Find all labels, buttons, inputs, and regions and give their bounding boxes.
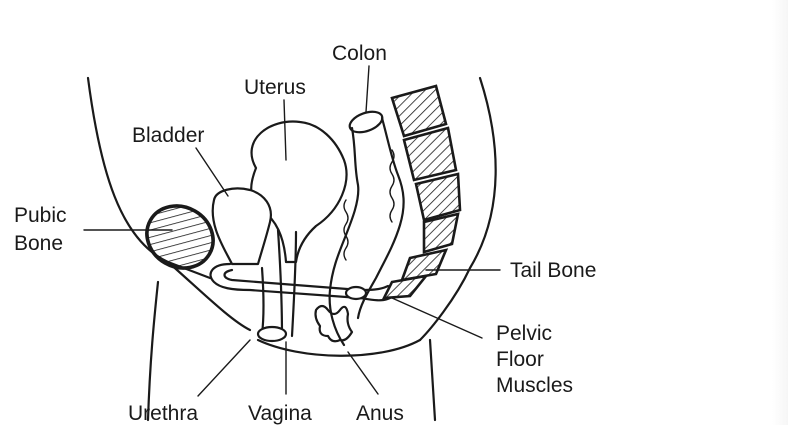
pubic-bone-label-line1: Pubic bbox=[14, 204, 67, 227]
tail-bone-shape bbox=[384, 86, 460, 298]
bladder-label: Bladder bbox=[132, 124, 204, 147]
bladder-shape bbox=[213, 188, 271, 264]
pelvic-floor-label-line3: Muscles bbox=[496, 374, 573, 397]
page-edge-shadow bbox=[772, 0, 788, 425]
anus-label: Anus bbox=[356, 402, 404, 425]
uterus-label: Uterus bbox=[244, 76, 306, 99]
pelvic-floor-label-line1: Pelvic bbox=[496, 322, 552, 345]
urethra-opening-shape bbox=[258, 327, 286, 341]
pelvic-floor-label-line2: Floor bbox=[496, 348, 544, 371]
pubic-bone-label-line2: Bone bbox=[14, 232, 63, 255]
vagina-label: Vagina bbox=[248, 402, 312, 425]
urethra-label: Urethra bbox=[128, 402, 198, 425]
colon-label: Colon bbox=[332, 42, 387, 65]
pelvic-floor-sling bbox=[211, 264, 390, 300]
tail-bone-label: Tail Bone bbox=[510, 259, 596, 282]
pubic-bone-shape bbox=[136, 194, 225, 280]
